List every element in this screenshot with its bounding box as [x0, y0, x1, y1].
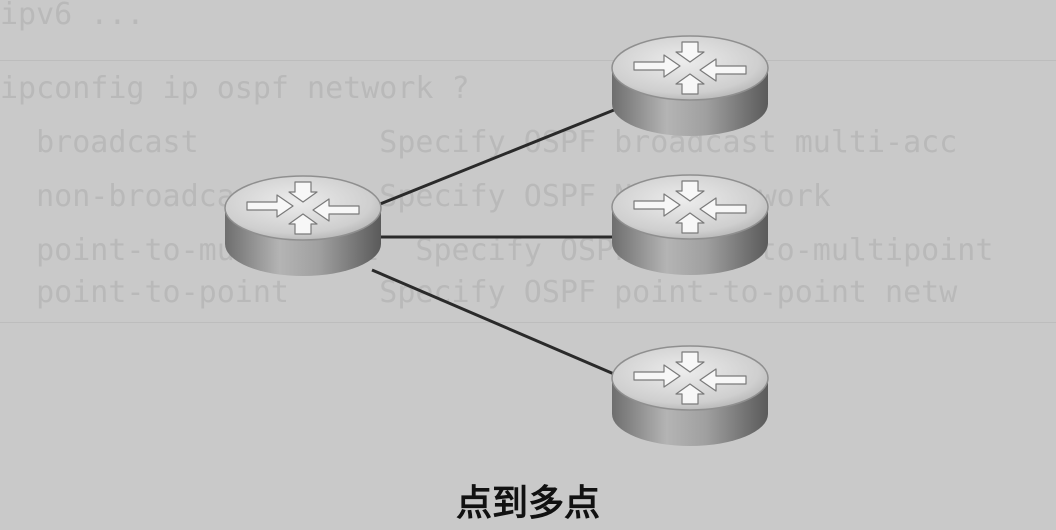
diagram-caption: 点到多点 [455, 483, 600, 524]
router-icon [611, 35, 769, 137]
background-rule [0, 60, 1056, 61]
background-text-line: broadcast Specify OSPF broadcast multi-a… [0, 125, 958, 160]
background-text-line: ipconfig ip ospf network ? [0, 71, 470, 106]
network-links [371, 108, 615, 376]
link-to-top-router [379, 108, 615, 206]
router-icon [224, 175, 382, 277]
router-icon [611, 174, 769, 276]
router-icon [611, 345, 769, 447]
background-rule [0, 322, 1056, 323]
link-to-bottom-router [371, 268, 615, 376]
background-text-line: ipv6 ... [0, 0, 145, 32]
